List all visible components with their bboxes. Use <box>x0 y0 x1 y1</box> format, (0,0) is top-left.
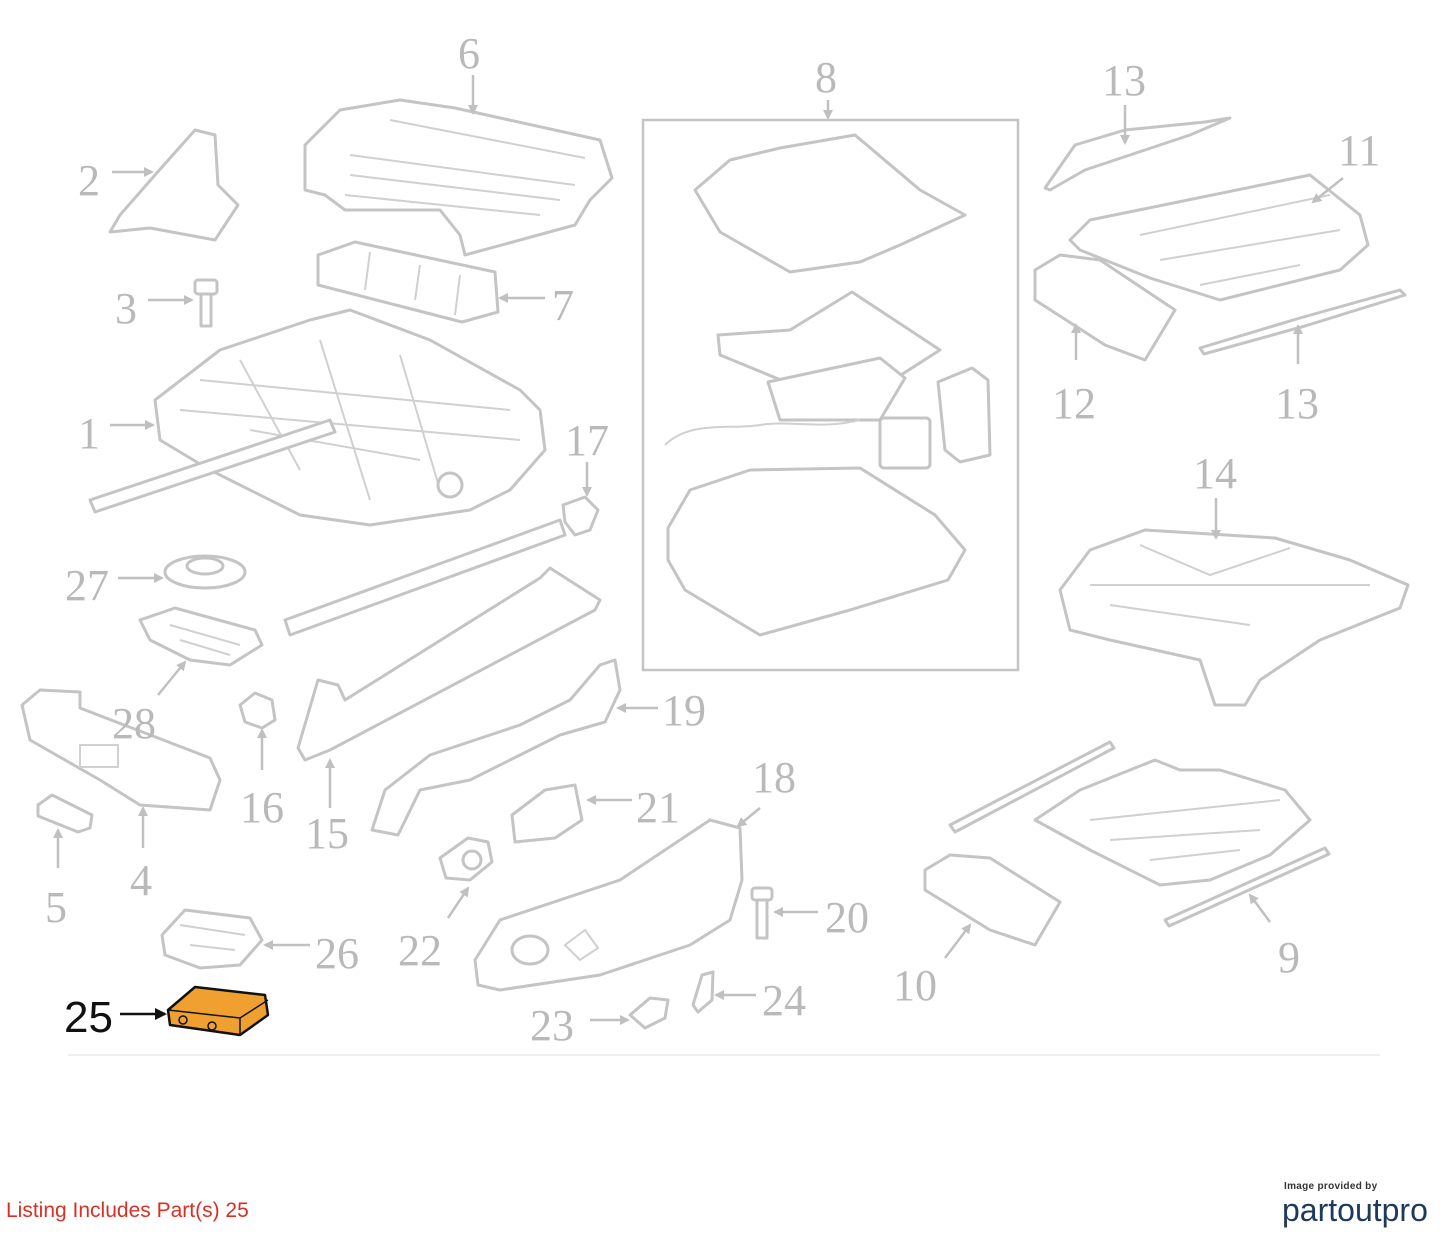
part-1-seat-frame <box>88 308 567 637</box>
part-13-lower-wire <box>1198 288 1407 356</box>
part-2-bracket <box>108 128 240 242</box>
part-21-module <box>510 783 584 844</box>
part-23-knob <box>628 996 670 1030</box>
part-14-seat-cushion <box>1058 528 1410 707</box>
part-20-bolt <box>750 886 774 940</box>
part-18-side-shield <box>473 818 744 992</box>
callout-1: 1 <box>78 409 100 458</box>
part-12-pad <box>1033 253 1177 362</box>
part-22-connector <box>438 836 494 882</box>
callout-22: 22 <box>398 926 442 975</box>
callout-21: 21 <box>636 783 680 832</box>
callout-6: 6 <box>458 29 480 78</box>
part-17-clip <box>561 495 600 537</box>
part-28-bracket <box>138 606 264 667</box>
part-7-foam-pad <box>316 240 500 324</box>
callout-18: 18 <box>752 753 796 802</box>
part-8-heater-kit-box <box>641 118 1020 672</box>
part-3-bolt <box>193 278 219 328</box>
part-27-motor <box>163 554 247 590</box>
callout-27: 27 <box>65 561 109 610</box>
callout-28: 28 <box>112 699 156 748</box>
callout-17: 17 <box>565 416 609 465</box>
part-5-switch <box>36 793 94 834</box>
leader-lines <box>53 75 1344 1025</box>
callout-20: 20 <box>825 893 869 942</box>
listing-includes-text: Listing Includes Part(s) 25 <box>6 1199 249 1222</box>
callout-10: 10 <box>893 961 937 1010</box>
callout-26: 26 <box>315 929 359 978</box>
callout-9: 9 <box>1278 933 1300 982</box>
part-11-heater-mat <box>1068 173 1370 302</box>
callout-5: 5 <box>45 883 67 932</box>
brand-caption: Image provided by <box>1284 1181 1378 1192</box>
callout-7: 7 <box>552 281 574 330</box>
part-10-pad <box>923 853 1062 947</box>
callout-25: 25 <box>64 993 113 1042</box>
callout-8: 8 <box>815 53 837 102</box>
part-25-module-highlighted <box>166 985 270 1037</box>
part-9-heater-mat <box>948 740 1331 928</box>
callout-3: 3 <box>115 284 137 333</box>
part-16-clip <box>238 691 277 730</box>
part-6-seat-cushion-cover <box>303 98 614 257</box>
part-13-top-trim <box>1043 116 1232 192</box>
callout-2: 2 <box>78 156 100 205</box>
part-15-rail-trim <box>296 566 602 762</box>
callout-16: 16 <box>240 783 284 832</box>
part-4-trim-panel <box>20 688 222 812</box>
brand-name: partoutpro <box>1282 1192 1428 1228</box>
callout-11: 11 <box>1338 126 1380 175</box>
callout-24: 24 <box>762 976 806 1025</box>
callout-19: 19 <box>662 686 706 735</box>
part-26-bracket <box>160 908 264 970</box>
callout-15: 15 <box>305 809 349 858</box>
callout-23: 23 <box>530 1001 574 1050</box>
callout-13-bottom: 13 <box>1275 379 1319 428</box>
callout-13-top: 13 <box>1102 56 1146 105</box>
brand-logo: Image provided by partoutpro <box>1282 1181 1432 1228</box>
callout-12: 12 <box>1052 379 1096 428</box>
callout-4: 4 <box>130 856 152 905</box>
part-19-bracket <box>370 658 622 837</box>
callout-14: 14 <box>1193 449 1237 498</box>
callout-numbers: 6 2 3 7 1 17 27 28 16 4 5 15 19 21 22 18… <box>45 29 1380 1050</box>
part-24-knob <box>691 970 715 1014</box>
